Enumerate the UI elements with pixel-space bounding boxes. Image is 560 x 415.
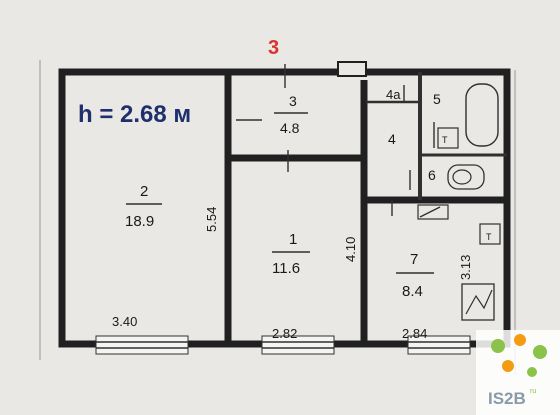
logo-sup: ru <box>530 388 536 395</box>
room-1-number: 1 <box>289 231 297 248</box>
room-7-area: 8.4 <box>402 283 423 300</box>
room-3-number: 3 <box>289 93 297 109</box>
logo-dot-orange-1 <box>514 334 526 346</box>
room-4a-number: 4а <box>386 87 401 102</box>
logo-dot-green-2 <box>533 345 547 359</box>
logo-text: IS2B <box>488 389 526 408</box>
dim-room2-width: 3.40 <box>112 314 137 329</box>
room-6-number: 6 <box>428 167 436 183</box>
sink-label: T <box>442 135 448 145</box>
entrance-number: 3 <box>268 37 279 59</box>
stove-symbol <box>465 289 493 315</box>
dim-room7-height: 3.13 <box>458 255 473 280</box>
dim-room1-width: 2.82 <box>272 326 297 341</box>
kitchen-sink <box>417 204 449 220</box>
toilet <box>447 164 485 190</box>
ceiling-height: h = 2.68 м <box>78 101 191 128</box>
room-2-number: 2 <box>140 183 148 200</box>
sink <box>437 127 459 149</box>
window-room2 <box>95 335 189 355</box>
window-room7 <box>407 335 471 355</box>
room-4-number: 4 <box>388 131 396 147</box>
room-2-area: 18.9 <box>125 213 154 230</box>
logo-dot-orange-2 <box>502 360 514 372</box>
window-room1 <box>261 335 335 355</box>
bathtub <box>465 83 499 147</box>
is2b-logo: IS2B ru <box>476 330 560 415</box>
dim-room1-height: 4.10 <box>343 237 358 262</box>
kitchen-cabinet <box>479 223 501 245</box>
dim-room2-height: 5.54 <box>204 207 219 232</box>
cabinet-label: T <box>486 232 492 242</box>
room-3-area: 4.8 <box>280 120 300 136</box>
room-1-area: 11.6 <box>272 260 300 277</box>
room-5-number: 5 <box>433 91 441 107</box>
entrance-notch <box>337 61 367 77</box>
kitchen-sink-mark <box>419 206 441 218</box>
stove <box>461 283 495 321</box>
logo-dot-green-3 <box>527 367 537 377</box>
toilet-bowl <box>452 169 472 185</box>
dim-room7-width: 2.84 <box>402 326 427 341</box>
logo-dot-green-1 <box>491 339 505 353</box>
room-7-number: 7 <box>410 251 418 268</box>
